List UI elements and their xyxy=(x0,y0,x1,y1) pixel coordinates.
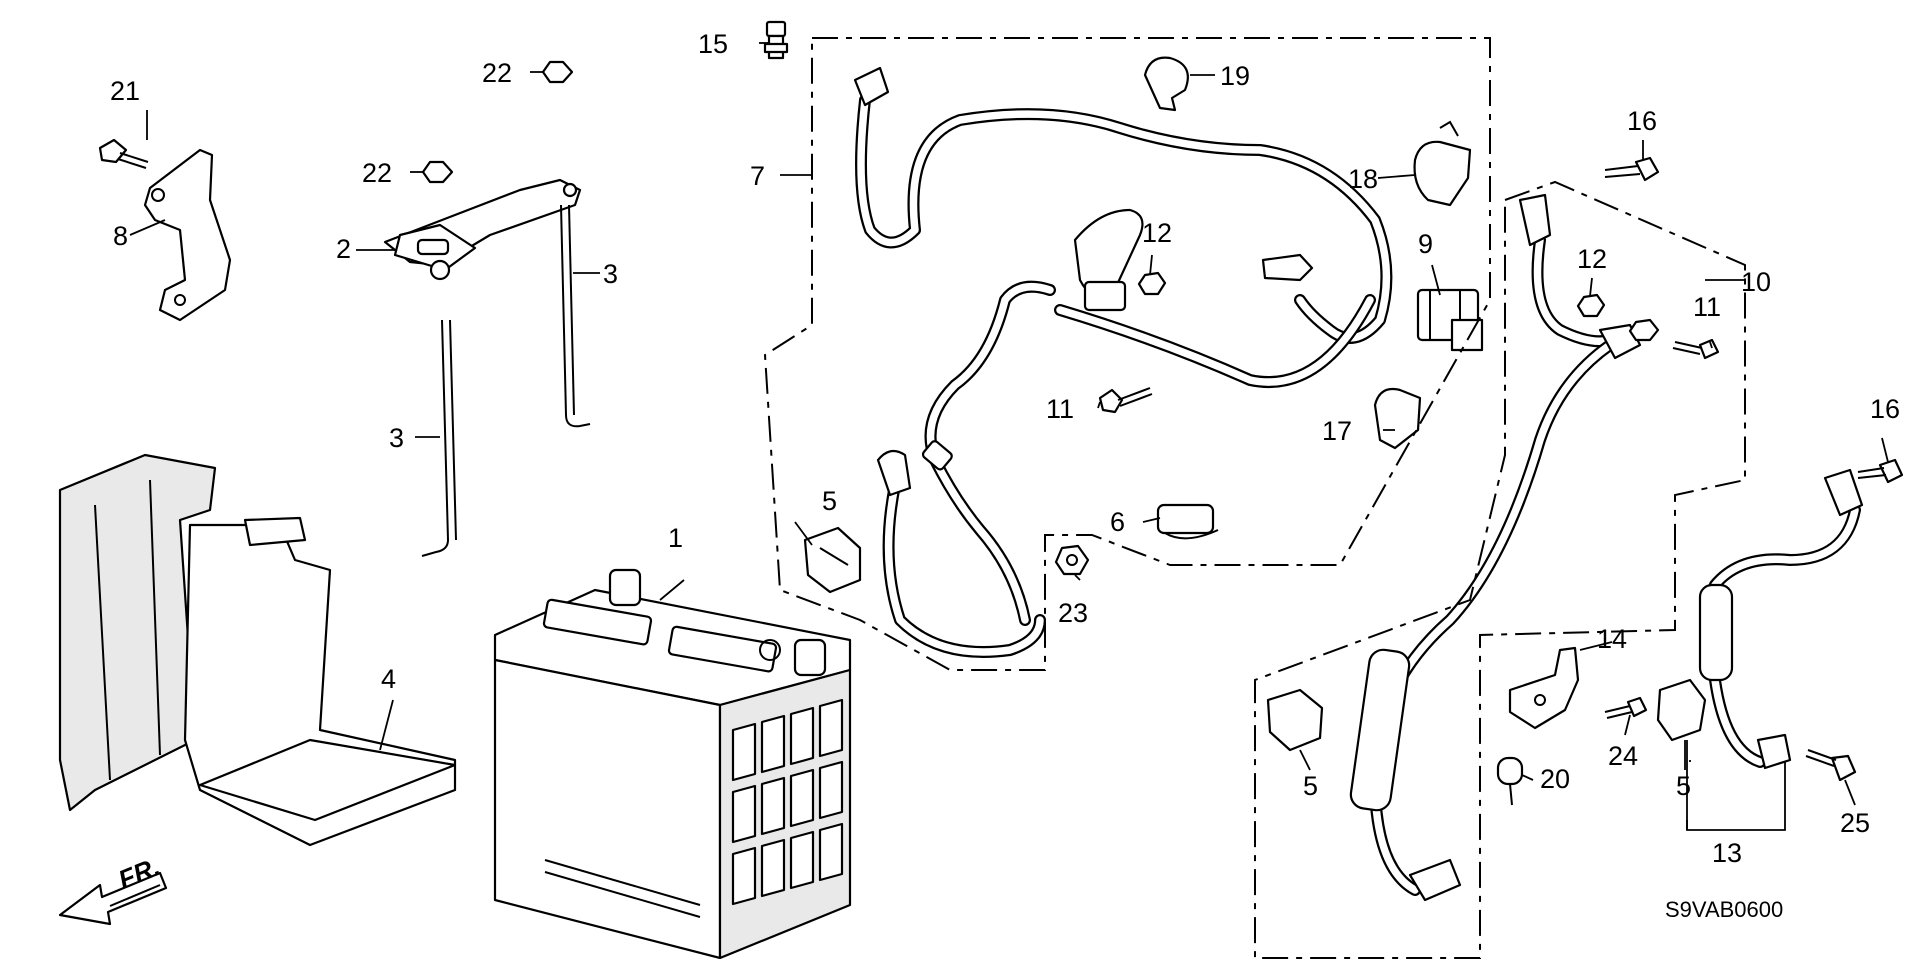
callout-8: 8 xyxy=(113,221,128,251)
callout-12-right: 12 xyxy=(1577,244,1607,274)
callout-23: 23 xyxy=(1058,598,1088,628)
callout-1: 1 xyxy=(668,523,683,553)
battery-cell-window xyxy=(760,776,786,836)
callout-20: 20 xyxy=(1540,764,1570,794)
battery-cell-window xyxy=(760,714,786,774)
callout-3-left: 3 xyxy=(389,423,404,453)
hold-down-nut-22-a xyxy=(541,60,574,84)
bracket-8 xyxy=(143,148,232,322)
assembly-boundary-10 xyxy=(1254,180,1746,959)
battery-hold-down xyxy=(383,178,582,281)
callout-18: 18 xyxy=(1348,164,1378,194)
battery-cell-window xyxy=(789,830,815,890)
callout-22-left: 22 xyxy=(362,158,392,188)
callout-13: 13 xyxy=(1712,838,1742,868)
battery-cell-window xyxy=(818,698,844,758)
callout-6: 6 xyxy=(1110,507,1125,537)
diagram-code: S9VAB0600 xyxy=(1665,897,1783,922)
callout-11-left: 11 xyxy=(1046,394,1074,424)
bolt-11-b xyxy=(1672,338,1720,360)
cable-13 xyxy=(1698,468,1864,770)
callout-25: 25 xyxy=(1840,808,1870,838)
callout-10: 10 xyxy=(1741,267,1771,297)
bolt-16-a xyxy=(1604,156,1660,182)
battery-cell-window xyxy=(760,838,786,898)
callout-24: 24 xyxy=(1608,741,1638,771)
bolt-15 xyxy=(763,20,789,60)
battery-tray xyxy=(58,453,457,847)
battery-cell-window xyxy=(789,768,815,828)
callout-5-bottom-right: 5 xyxy=(1676,771,1691,801)
clip-20 xyxy=(1496,756,1524,806)
callout-4: 4 xyxy=(381,664,396,694)
nut-12-a xyxy=(1137,271,1167,296)
leader-lines xyxy=(129,42,1889,831)
bracket-14 xyxy=(1508,646,1580,730)
hold-down-nut-22-b xyxy=(421,160,454,184)
battery-cell-window xyxy=(789,706,815,766)
front-direction-arrow xyxy=(58,871,168,926)
bolt-16-b xyxy=(1857,458,1904,484)
battery-cell-window xyxy=(731,784,757,844)
callout-21: 21 xyxy=(110,76,140,106)
bolt-21 xyxy=(98,138,149,169)
callout-16-right: 16 xyxy=(1870,394,1900,424)
callout-17: 17 xyxy=(1322,416,1352,446)
callout-3-right: 3 xyxy=(603,259,618,289)
battery-cell-window xyxy=(818,822,844,882)
battery-cell-window xyxy=(731,722,757,782)
cable-harness-7 xyxy=(853,66,1393,658)
clip-9 xyxy=(1416,288,1484,352)
callout-15: 15 xyxy=(698,29,728,59)
battery xyxy=(493,568,852,960)
clip-5-a xyxy=(803,526,862,594)
hold-down-rod-3-a xyxy=(421,319,457,557)
callout-5-bottom-left: 5 xyxy=(1303,771,1318,801)
clip-6 xyxy=(1156,503,1219,540)
callout-12-left: 12 xyxy=(1142,218,1172,248)
nut-23 xyxy=(1054,544,1090,576)
bolt-25 xyxy=(1805,749,1857,782)
clip-5-c xyxy=(1656,678,1707,742)
clip-19 xyxy=(1143,56,1189,112)
callout-22-top: 22 xyxy=(482,58,512,88)
callout-14: 14 xyxy=(1597,624,1627,654)
battery-cell-window xyxy=(731,846,757,906)
clip-5-b xyxy=(1266,688,1324,752)
callout-7: 7 xyxy=(750,161,765,191)
positive-cable-10 xyxy=(1349,193,1660,902)
bolt-24 xyxy=(1604,696,1648,719)
callout-9: 9 xyxy=(1418,229,1433,259)
battery-cell-window xyxy=(818,760,844,820)
callout-16-top: 16 xyxy=(1627,106,1657,136)
clip-17 xyxy=(1373,387,1422,450)
bolt-11-a xyxy=(1098,387,1153,414)
callout-11-right: 11 xyxy=(1693,292,1721,322)
clip-18 xyxy=(1413,120,1472,207)
nut-12-b xyxy=(1576,293,1606,318)
callout-19: 19 xyxy=(1220,61,1250,91)
callout-5-top: 5 xyxy=(822,486,837,516)
callout-2: 2 xyxy=(336,234,351,264)
hold-down-rod-3-b xyxy=(560,204,591,428)
